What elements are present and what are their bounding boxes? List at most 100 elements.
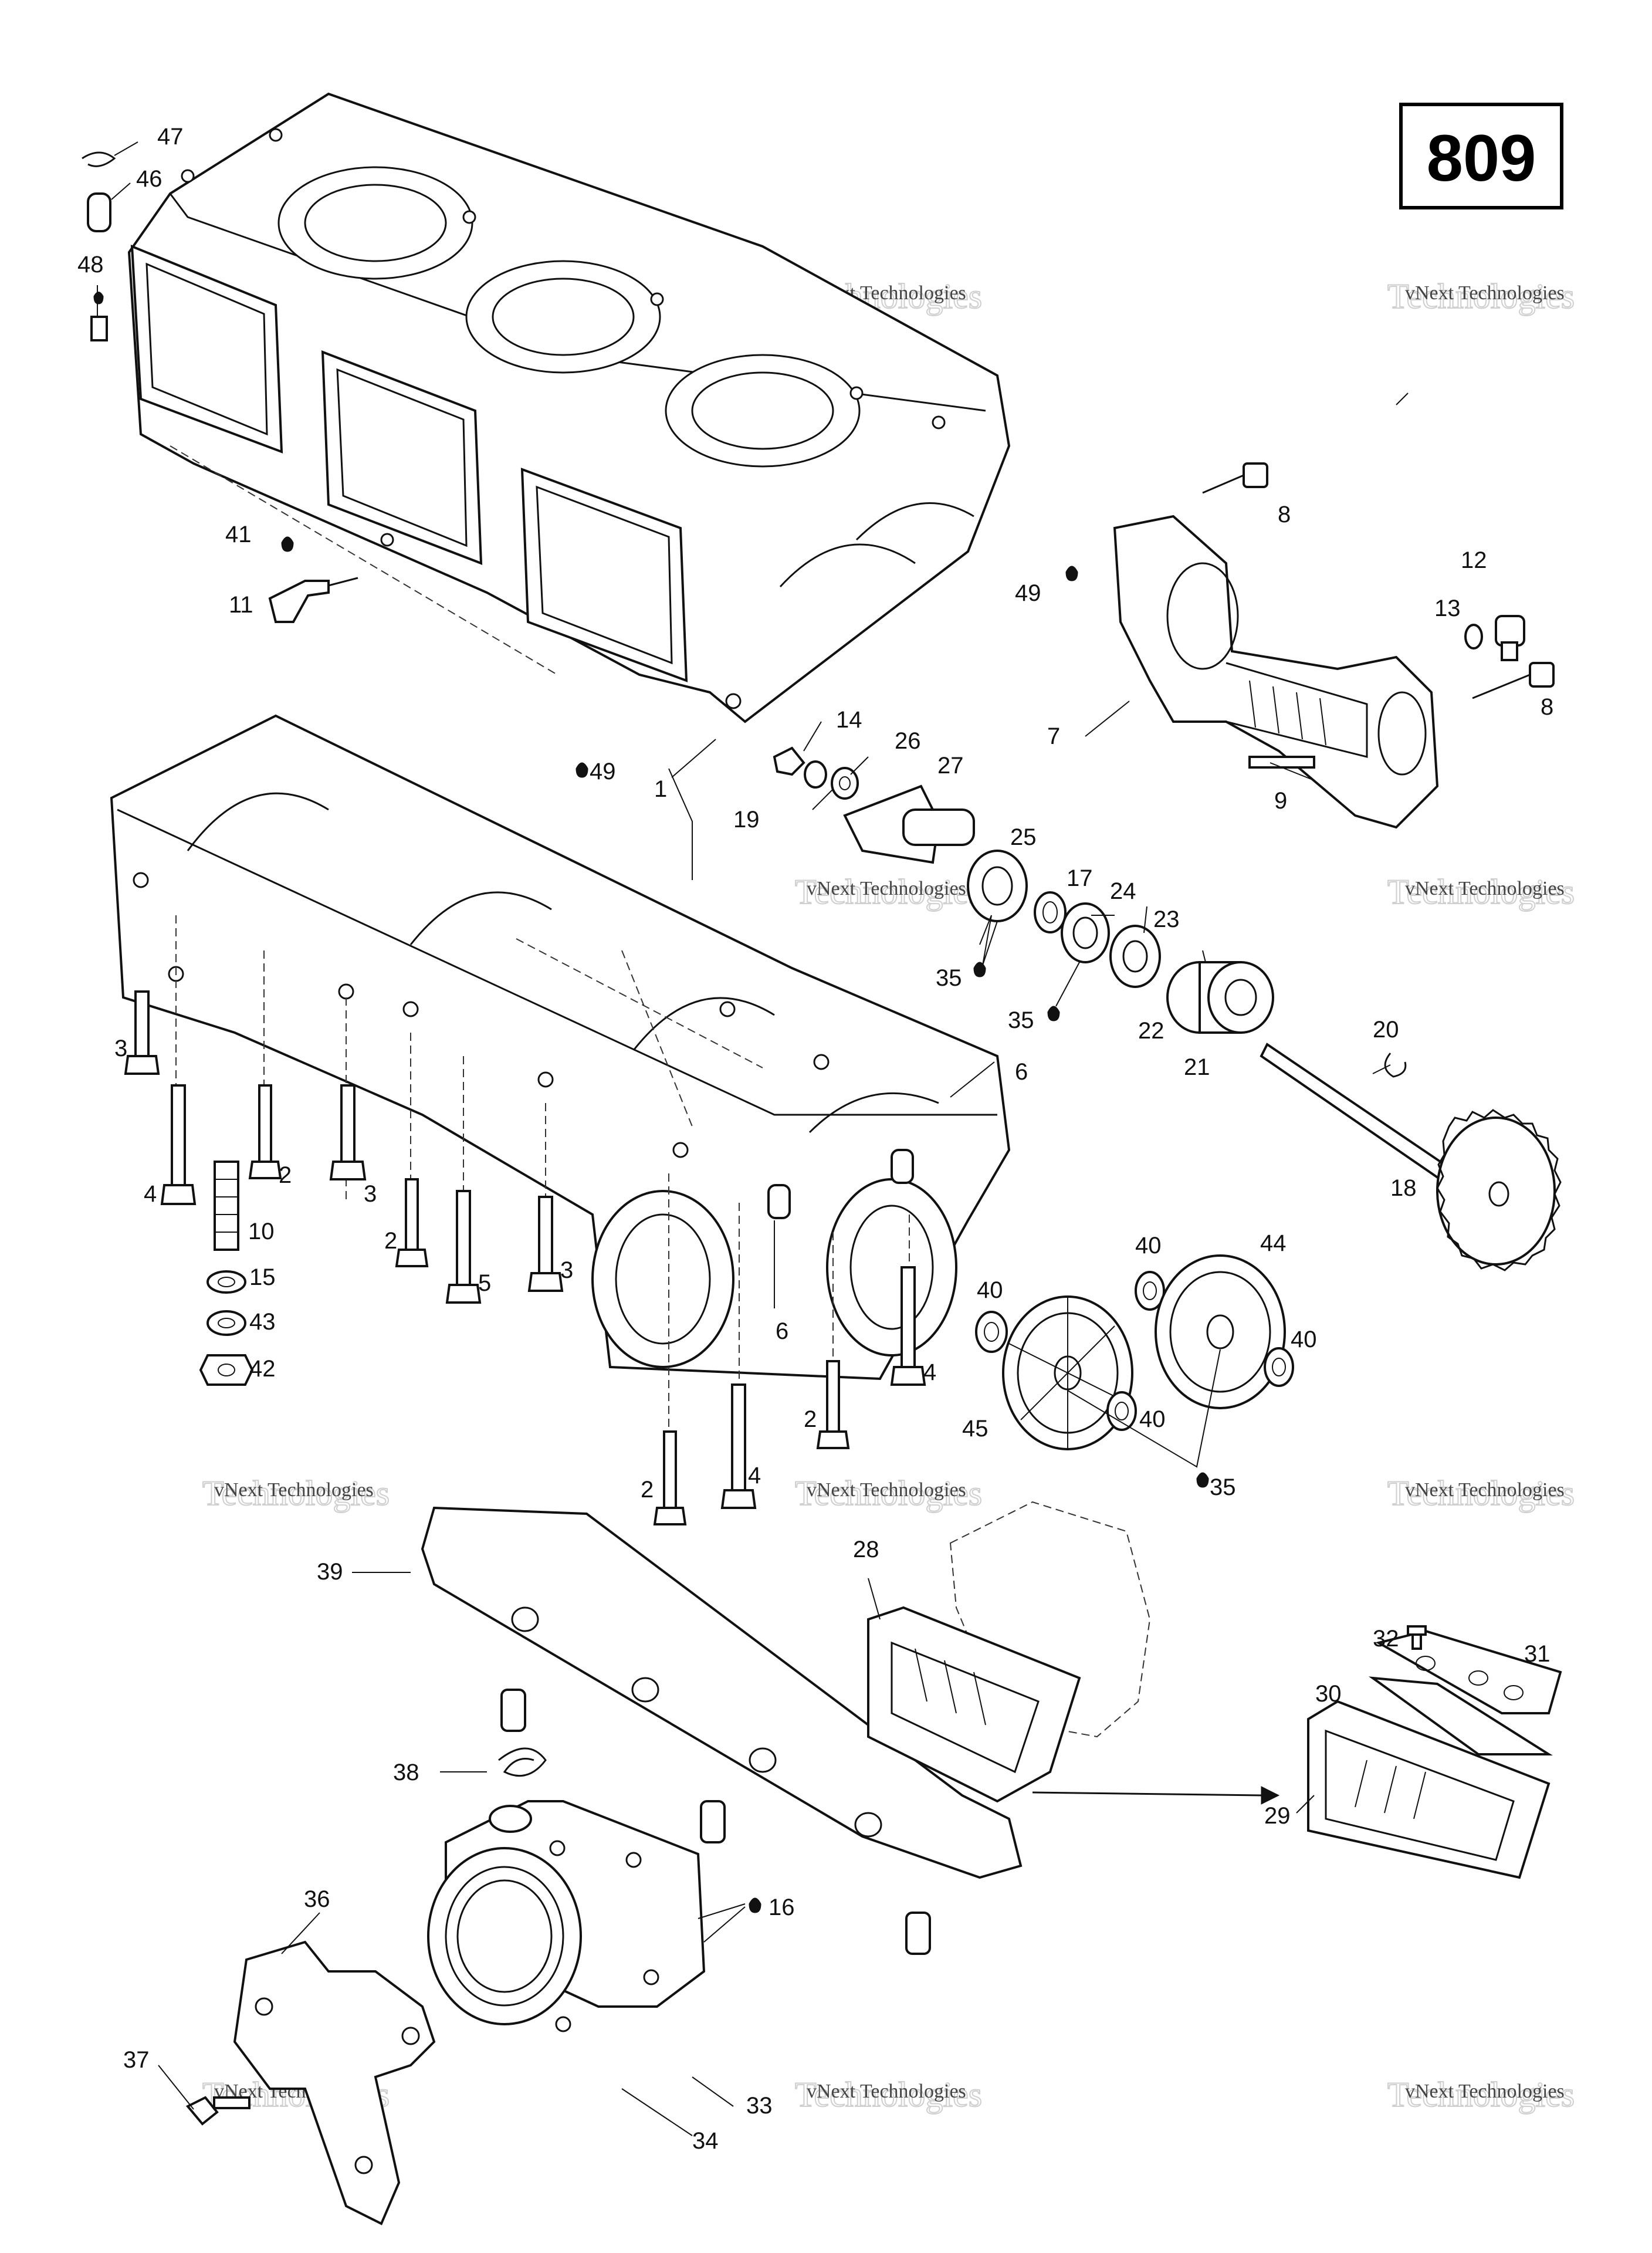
callout-6: 6: [776, 1318, 788, 1344]
callout-8: 8: [1541, 694, 1553, 720]
bolt-4c: [720, 1383, 757, 1509]
callout-31: 31: [1524, 1641, 1551, 1667]
callout-45: 45: [962, 1416, 989, 1442]
callout-2: 2: [804, 1406, 817, 1432]
carb-adapter-33: [427, 1800, 706, 2032]
svg-text:Technologies: Technologies: [1387, 872, 1575, 911]
bolt-5: [445, 1190, 482, 1304]
callout-30: 30: [1315, 1681, 1342, 1707]
callout-34: 34: [692, 2128, 719, 2154]
stud-10: [214, 1161, 239, 1251]
diagram-code-box: 809: [1399, 103, 1563, 209]
rotary-valve-cover: [1113, 515, 1439, 829]
callouts: 47 46 48 41 11 8 49 12 13 8 7 9 14 26 27…: [77, 124, 1553, 2154]
reed-valve-28: [867, 1606, 1081, 1803]
callout-44: 44: [1260, 1230, 1287, 1256]
svg-text:vNext Technologies: vNext Technologies: [1405, 2081, 1565, 2102]
bolt-set: [124, 990, 926, 1525]
callout-18: 18: [1390, 1175, 1417, 1201]
svg-text:Technologies: Technologies: [202, 1474, 390, 1513]
impeller-27: [843, 784, 975, 864]
nut-14: [773, 746, 805, 776]
bearing-24: [1061, 902, 1110, 963]
bolt-3a: [124, 990, 160, 1075]
callout-40: 40: [1291, 1327, 1317, 1352]
svg-text:vNext Technologies: vNext Technologies: [1405, 282, 1565, 304]
callout-43: 43: [249, 1309, 276, 1335]
callout-24: 24: [1110, 878, 1136, 904]
bolt-2d: [653, 1430, 687, 1525]
leader-lines: [97, 141, 1409, 2136]
ring-17: [1034, 891, 1067, 933]
sealant-drop-49b: [576, 762, 588, 778]
bolt-8b: [1472, 662, 1555, 699]
screw-32: [1407, 1625, 1427, 1650]
callout-3: 3: [560, 1257, 573, 1283]
callout-6: 6: [1015, 1059, 1028, 1085]
sealant-drop-35b: [1047, 1006, 1060, 1021]
rotary-valve-stack: [773, 746, 1562, 1271]
callout-3: 3: [364, 1181, 377, 1207]
washer-40a: [975, 1311, 1008, 1353]
callout-32: 32: [1373, 1626, 1399, 1652]
svg-text:vNext Technologies: vNext Technologies: [1405, 1479, 1565, 1501]
washer-15: [206, 1270, 246, 1294]
bolt-12: [1495, 615, 1525, 661]
callout-11: 11: [229, 592, 253, 618]
callout-28: 28: [853, 1537, 879, 1562]
callout-35: 35: [936, 965, 962, 991]
callout-22: 22: [1138, 1018, 1164, 1044]
part-48-fitting: [90, 292, 108, 341]
svg-text:vNext Technologies: vNext Technologies: [1405, 878, 1565, 899]
washer-26: [831, 767, 859, 800]
callout-19: 19: [733, 807, 760, 833]
svg-text:vNext Technologies: vNext Technologies: [807, 1479, 966, 1501]
svg-text:vNext Technologies: vNext Technologies: [807, 878, 966, 899]
callout-26: 26: [895, 728, 921, 754]
callout-40: 40: [1135, 1233, 1162, 1259]
reed-cage-29: [1307, 1700, 1551, 1879]
callout-21: 21: [1184, 1054, 1210, 1080]
lockwasher-43: [206, 1310, 246, 1336]
svg-text:vNext Technologies: vNext Technologies: [214, 1479, 374, 1501]
callout-23: 23: [1153, 906, 1180, 932]
callout-20: 20: [1373, 1017, 1399, 1043]
part-46-plug: [87, 192, 111, 232]
callout-40: 40: [1139, 1406, 1166, 1432]
callout-14: 14: [836, 707, 862, 733]
washer-40c: [1264, 1347, 1294, 1387]
part-47-clip: [82, 151, 116, 167]
svg-text:Technologies: Technologies: [795, 1474, 982, 1513]
bolt-37: [185, 2096, 250, 2126]
washer-40b: [1135, 1271, 1165, 1311]
bolt-4a: [160, 1084, 197, 1205]
bearing-25: [967, 850, 1028, 922]
callout-4: 4: [748, 1463, 761, 1489]
sealant-drop-35c: [1196, 1472, 1209, 1488]
callout-25: 25: [1010, 824, 1037, 850]
lower-crankcase: [110, 714, 1011, 1443]
callout-41: 41: [225, 522, 252, 547]
callout-37: 37: [123, 2047, 150, 2073]
oil-pump-gears: [975, 1254, 1294, 1488]
petal-30: [1368, 1676, 1553, 1755]
callout-39: 39: [317, 1559, 343, 1585]
callout-33: 33: [746, 2093, 773, 2119]
intake-manifold-39: [421, 1506, 1023, 1955]
callout-16: 16: [769, 1895, 795, 1920]
callout-3: 3: [114, 1036, 127, 1061]
callout-35: 35: [1008, 1007, 1034, 1033]
upper-crankcase: [127, 92, 1011, 723]
callout-12: 12: [1461, 547, 1487, 573]
diagram-code: 809: [1427, 121, 1536, 195]
callout-42: 42: [249, 1356, 276, 1382]
bolt-2a: [248, 1084, 282, 1179]
callout-10: 10: [248, 1219, 275, 1244]
part-11-elbow-fitting: [268, 577, 358, 623]
